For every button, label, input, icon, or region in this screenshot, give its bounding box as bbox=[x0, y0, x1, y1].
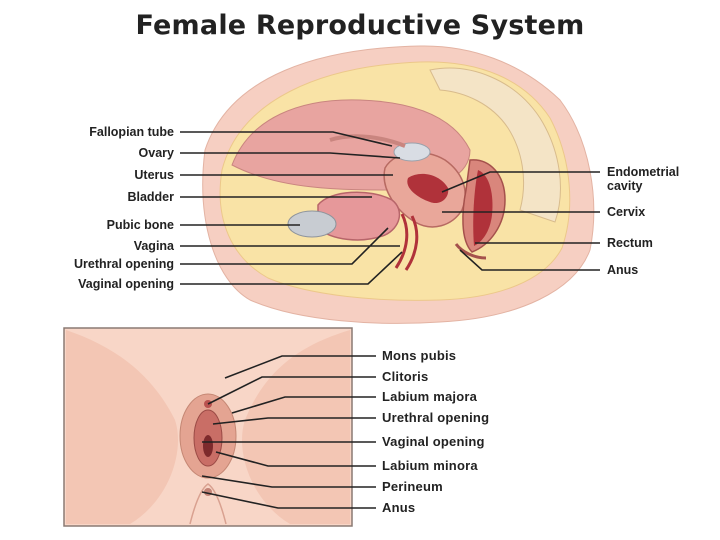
label-labium-minora: Labium minora bbox=[382, 459, 478, 473]
label-urethral-opening: Urethral opening bbox=[74, 257, 174, 271]
label-urethral-opening-ext: Urethral opening bbox=[382, 411, 489, 425]
external-view bbox=[64, 328, 352, 526]
label-vagina: Vagina bbox=[134, 239, 174, 253]
label-bladder: Bladder bbox=[127, 190, 174, 204]
label-endometrial-cavity: Endometrial cavity bbox=[607, 165, 717, 193]
label-fallopian-tube: Fallopian tube bbox=[89, 125, 174, 139]
label-anus-ext: Anus bbox=[382, 501, 415, 515]
label-uterus: Uterus bbox=[134, 168, 174, 182]
vaginal-opening-shape bbox=[203, 435, 213, 457]
label-labium-majora: Labium majora bbox=[382, 390, 477, 404]
label-vaginal-opening-ext: Vaginal opening bbox=[382, 435, 485, 449]
sagittal-section bbox=[203, 46, 594, 323]
label-clitoris: Clitoris bbox=[382, 370, 428, 384]
label-vaginal-opening: Vaginal opening bbox=[78, 277, 174, 291]
label-rectum: Rectum bbox=[607, 236, 653, 250]
label-anus: Anus bbox=[607, 263, 638, 277]
label-perineum: Perineum bbox=[382, 480, 443, 494]
pubic-bone-shape bbox=[288, 211, 336, 237]
label-mons-pubis: Mons pubis bbox=[382, 349, 456, 363]
label-pubic-bone: Pubic bone bbox=[107, 218, 174, 232]
label-cervix: Cervix bbox=[607, 205, 645, 219]
label-ovary: Ovary bbox=[139, 146, 174, 160]
